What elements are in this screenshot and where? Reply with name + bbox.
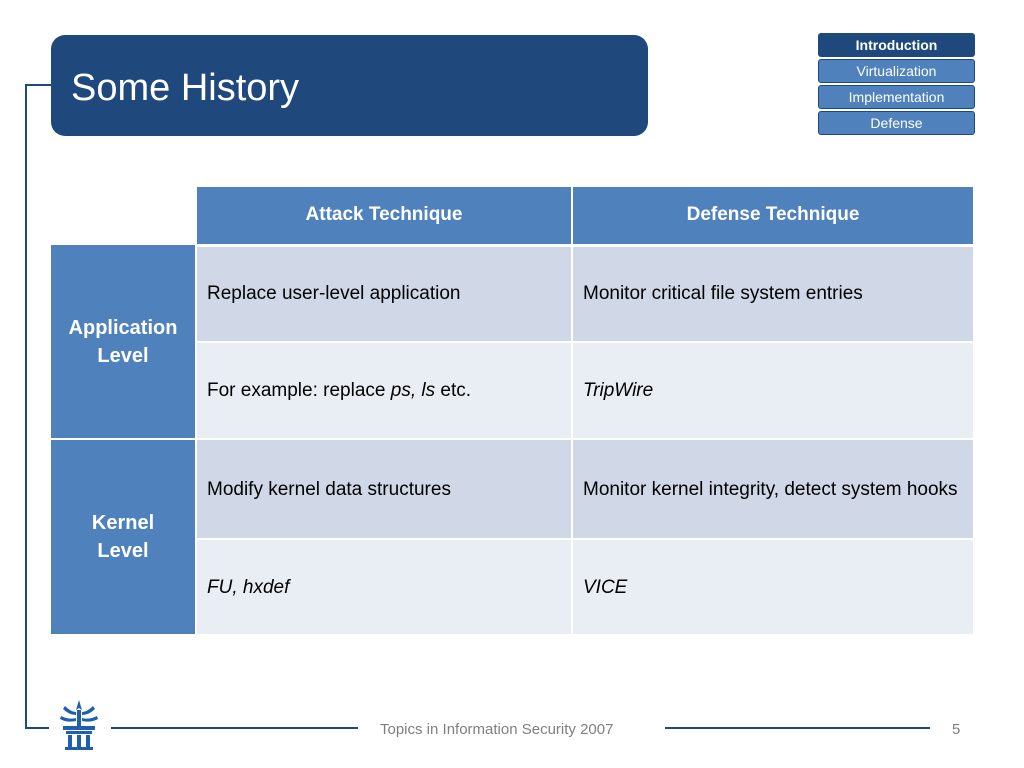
column-header-defense: Defense Technique bbox=[571, 187, 973, 247]
defense-text-italic: VICE bbox=[583, 576, 628, 598]
attack-cell: FU, hxdef bbox=[195, 539, 572, 636]
row-group-label-line1: Application bbox=[68, 316, 178, 339]
nav-item-implementation[interactable]: Implementation bbox=[818, 85, 975, 109]
attack-text-suffix: etc. bbox=[435, 380, 472, 401]
row-group-label-line1: Kernel bbox=[91, 512, 155, 534]
row-group-label-line2: Level bbox=[97, 344, 149, 367]
row-group-label-line2: Level bbox=[97, 540, 149, 562]
bracket-line-bottom bbox=[25, 727, 49, 729]
column-header-attack: Attack Technique bbox=[195, 187, 572, 247]
page-number: 5 bbox=[952, 721, 961, 738]
table-row: Application Level Replace user-level app… bbox=[51, 245, 973, 440]
attack-text-italic: FU, hxdef bbox=[207, 576, 290, 598]
attack-cell: Modify kernel data structures bbox=[195, 439, 572, 540]
table-corner-cell bbox=[51, 187, 196, 245]
nav-item-defense[interactable]: Defense bbox=[818, 111, 975, 135]
title-banner: Some History bbox=[51, 35, 648, 136]
section-nav: Introduction Virtualization Implementati… bbox=[818, 33, 975, 137]
slide-title: Some History bbox=[71, 67, 300, 109]
defense-cell: Monitor critical file system entries bbox=[571, 245, 973, 343]
footer-divider-right bbox=[665, 727, 930, 729]
row-group-header-application: Application Level bbox=[51, 245, 196, 440]
defense-cell: VICE bbox=[571, 539, 973, 636]
defense-text-italic: TripWire bbox=[583, 380, 654, 401]
bracket-line-top bbox=[25, 84, 52, 86]
nav-item-virtualization[interactable]: Virtualization bbox=[818, 59, 975, 83]
table-row: FU, hxdef VICE bbox=[51, 539, 973, 636]
attack-text: For example: replace bbox=[207, 380, 391, 401]
attack-text-italic: ps, ls bbox=[390, 380, 436, 401]
row-group-header-kernel: Kernel Level bbox=[51, 439, 196, 636]
defense-cell: TripWire bbox=[571, 342, 973, 440]
table-row: For example: replace ps, ls etc. TripWir… bbox=[51, 342, 973, 440]
attack-cell: Replace user-level application bbox=[195, 245, 572, 343]
university-logo-icon bbox=[60, 700, 98, 750]
defense-cell: Monitor kernel integrity, detect system … bbox=[571, 439, 973, 540]
attack-cell: For example: replace ps, ls etc. bbox=[195, 342, 572, 440]
footer-divider-left bbox=[111, 727, 358, 729]
nav-item-introduction[interactable]: Introduction bbox=[818, 33, 975, 57]
table-row: Kernel Level Modify kernel data structur… bbox=[51, 439, 973, 636]
table-header-row: Attack Technique Defense Technique bbox=[51, 187, 973, 247]
bracket-line-vertical bbox=[25, 84, 27, 729]
footer-text: Topics in Information Security 2007 bbox=[380, 721, 614, 738]
history-table: Attack Technique Defense Technique Appli… bbox=[51, 187, 973, 636]
